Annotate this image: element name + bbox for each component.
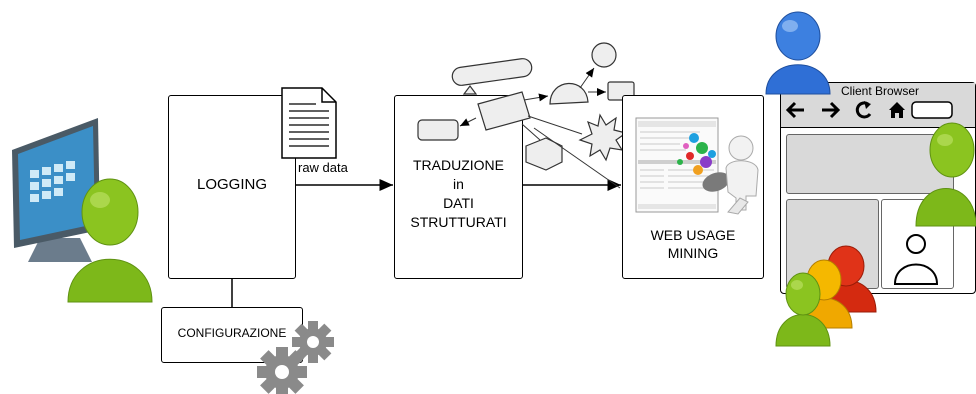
home-icon[interactable] [889,102,905,118]
reload-icon[interactable] [855,101,872,119]
mining-line1: WEB USAGE [650,227,736,243]
raw-data-label: raw data [298,160,348,175]
forward-arrow-icon[interactable] [822,101,841,119]
traduzione-line2: in [453,176,464,192]
browser-banner-panel [786,134,954,194]
address-bar[interactable] [911,101,953,119]
traduzione-line3: DATI [443,195,474,211]
browser-title: Client Browser [840,84,920,98]
user-green-small-icon [775,272,831,347]
back-arrow-icon[interactable] [785,101,804,119]
traduzione-line4: STRUTTURATI [410,214,507,230]
logging-label: LOGGING [196,176,267,193]
logging-box [168,95,296,279]
mining-text: WEB USAGE MINING [622,226,764,262]
configurazione-label: CONFIGURAZIONE [177,326,287,340]
traduzione-text: TRADUZIONE in DATI STRUTTURATI [394,156,523,232]
mining-line2: MINING [667,245,719,261]
traduzione-line1: TRADUZIONE [413,157,504,173]
